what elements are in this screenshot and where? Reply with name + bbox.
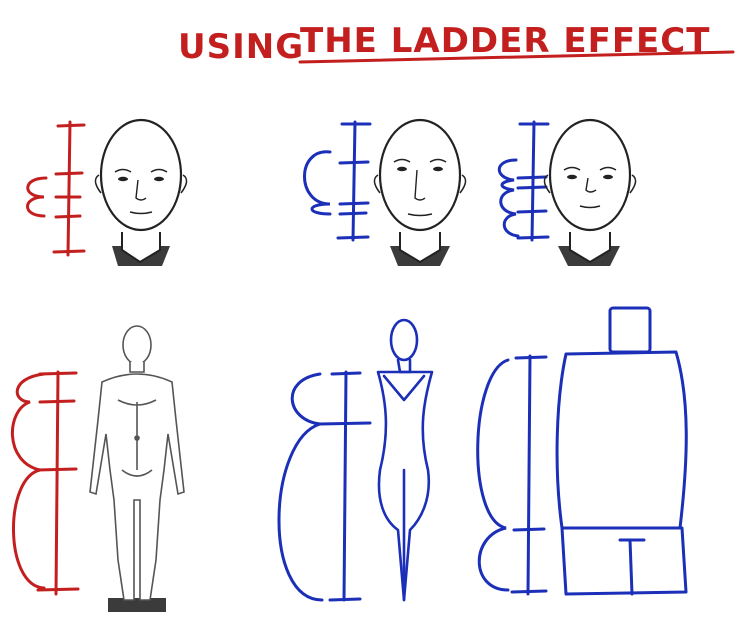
head-3 (543, 118, 637, 266)
head-2 (373, 118, 467, 266)
red-ladder-head (26, 120, 86, 257)
title-underline (298, 50, 735, 64)
block-figure (555, 306, 688, 596)
panel-body-blue-figure (277, 318, 434, 602)
stick-figure (376, 318, 434, 602)
panel-head-blue-a (303, 118, 467, 266)
panel-body-blue-blocks (476, 306, 688, 596)
blue-ladder-head-a (303, 120, 372, 242)
panel-head-red (26, 118, 188, 266)
panel-head-blue-b (497, 118, 637, 266)
full-body-figure (89, 325, 185, 612)
blue-ladder-figure (277, 370, 372, 602)
blue-ladder-head-b (497, 120, 550, 242)
blue-ladder-blocks (476, 354, 548, 596)
title-prefix: USING (178, 27, 304, 67)
title-group: USING THE LADDER EFFECT (178, 21, 735, 67)
red-ladder-body (10, 370, 80, 596)
head-1 (94, 118, 188, 266)
panel-body-red (10, 325, 185, 612)
